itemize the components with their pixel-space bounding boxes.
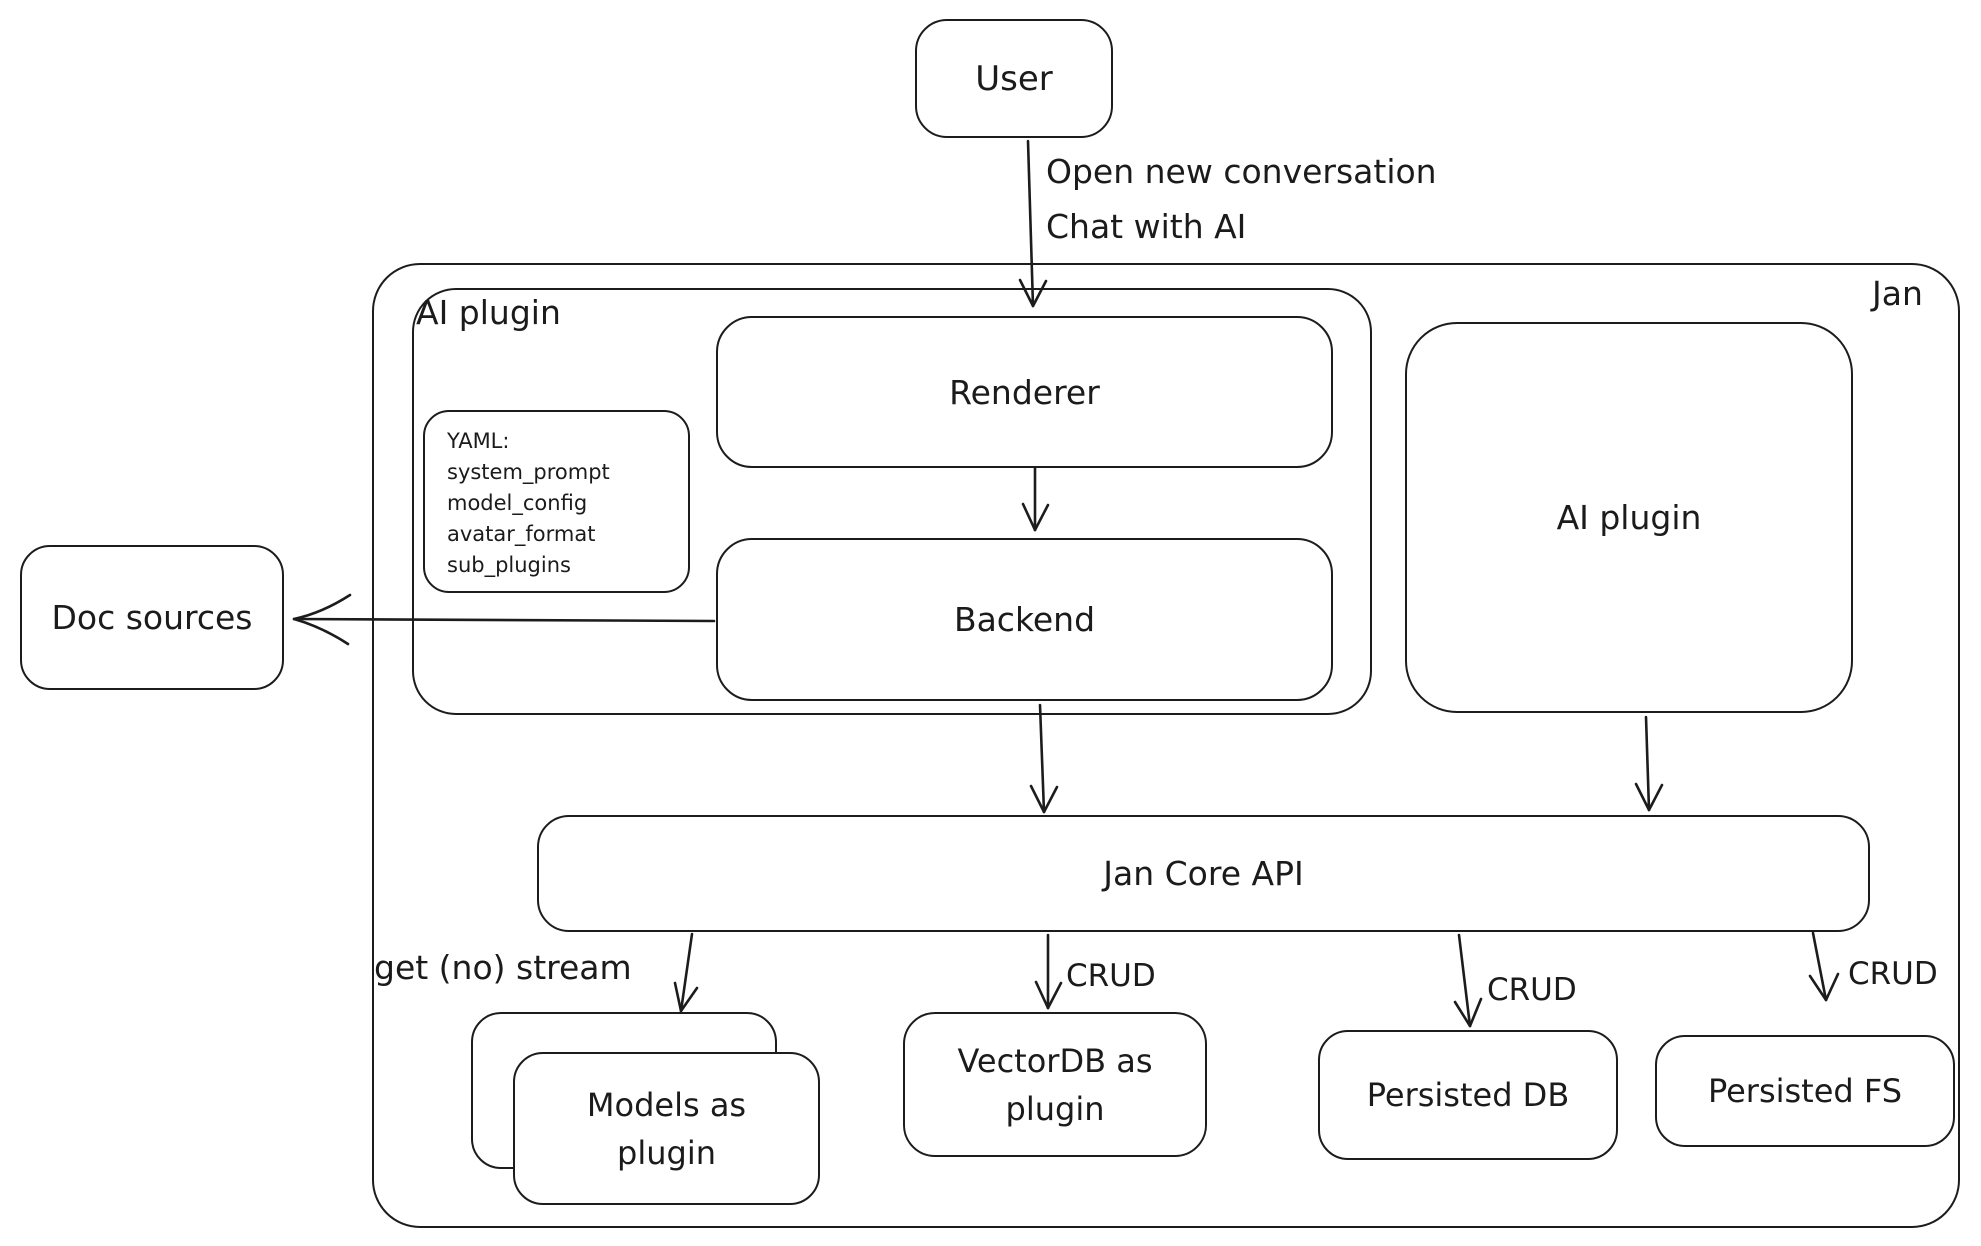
renderer-node: Renderer	[716, 316, 1333, 468]
ai-plugin-right-label: AI plugin	[1556, 498, 1702, 537]
yaml-note-text: YAML: system_prompt model_config avatar_…	[425, 412, 610, 581]
backend-node: Backend	[716, 538, 1333, 701]
ai-plugin-right-node: AI plugin	[1405, 322, 1853, 713]
persisted-db-label: Persisted DB	[1366, 1076, 1570, 1114]
yaml-note-line: sub_plugins	[447, 553, 571, 577]
persisted-fs-node: Persisted FS	[1655, 1035, 1955, 1147]
edge-label-crud-vectordb: CRUD	[1066, 958, 1156, 994]
jan-core-api-node: Jan Core API	[537, 815, 1870, 932]
user-node: User	[915, 19, 1113, 138]
doc-sources-label: Doc sources	[51, 598, 253, 637]
models-as-plugin-label: Models as plugin	[586, 1085, 747, 1172]
ai-plugin-container-label: AI plugin	[416, 293, 561, 332]
jan-core-api-label: Jan Core API	[1103, 854, 1304, 893]
edge-label-crud-persisted-db: CRUD	[1487, 972, 1577, 1008]
edge-label-crud-persisted-fs: CRUD	[1848, 956, 1938, 992]
yaml-note-title: YAML:	[447, 429, 510, 453]
edge-label-chat-with-ai: Chat with AI	[1046, 207, 1247, 246]
backend-label: Backend	[953, 600, 1096, 639]
doc-sources-node: Doc sources	[20, 545, 284, 690]
yaml-note-line: avatar_format	[447, 522, 596, 546]
persisted-db-node: Persisted DB	[1318, 1030, 1618, 1160]
vectordb-as-plugin-node: VectorDB as plugin	[903, 1012, 1207, 1157]
yaml-note-line: model_config	[447, 491, 588, 515]
models-as-plugin-node: Models as plugin	[513, 1052, 820, 1205]
edge-label-open-new-conversation: Open new conversation	[1046, 152, 1437, 191]
yaml-note-line: system_prompt	[447, 460, 610, 484]
yaml-note-box: YAML: system_prompt model_config avatar_…	[423, 410, 690, 593]
jan-container-label: Jan	[1872, 274, 1923, 313]
edge-label-get-no-stream: get (no) stream	[374, 948, 632, 987]
vectordb-as-plugin-label: VectorDB as plugin	[957, 1041, 1153, 1128]
ai-plugin-container-box	[412, 288, 1372, 715]
user-label: User	[975, 58, 1053, 99]
persisted-fs-label: Persisted FS	[1707, 1072, 1903, 1110]
renderer-label: Renderer	[949, 372, 1100, 412]
